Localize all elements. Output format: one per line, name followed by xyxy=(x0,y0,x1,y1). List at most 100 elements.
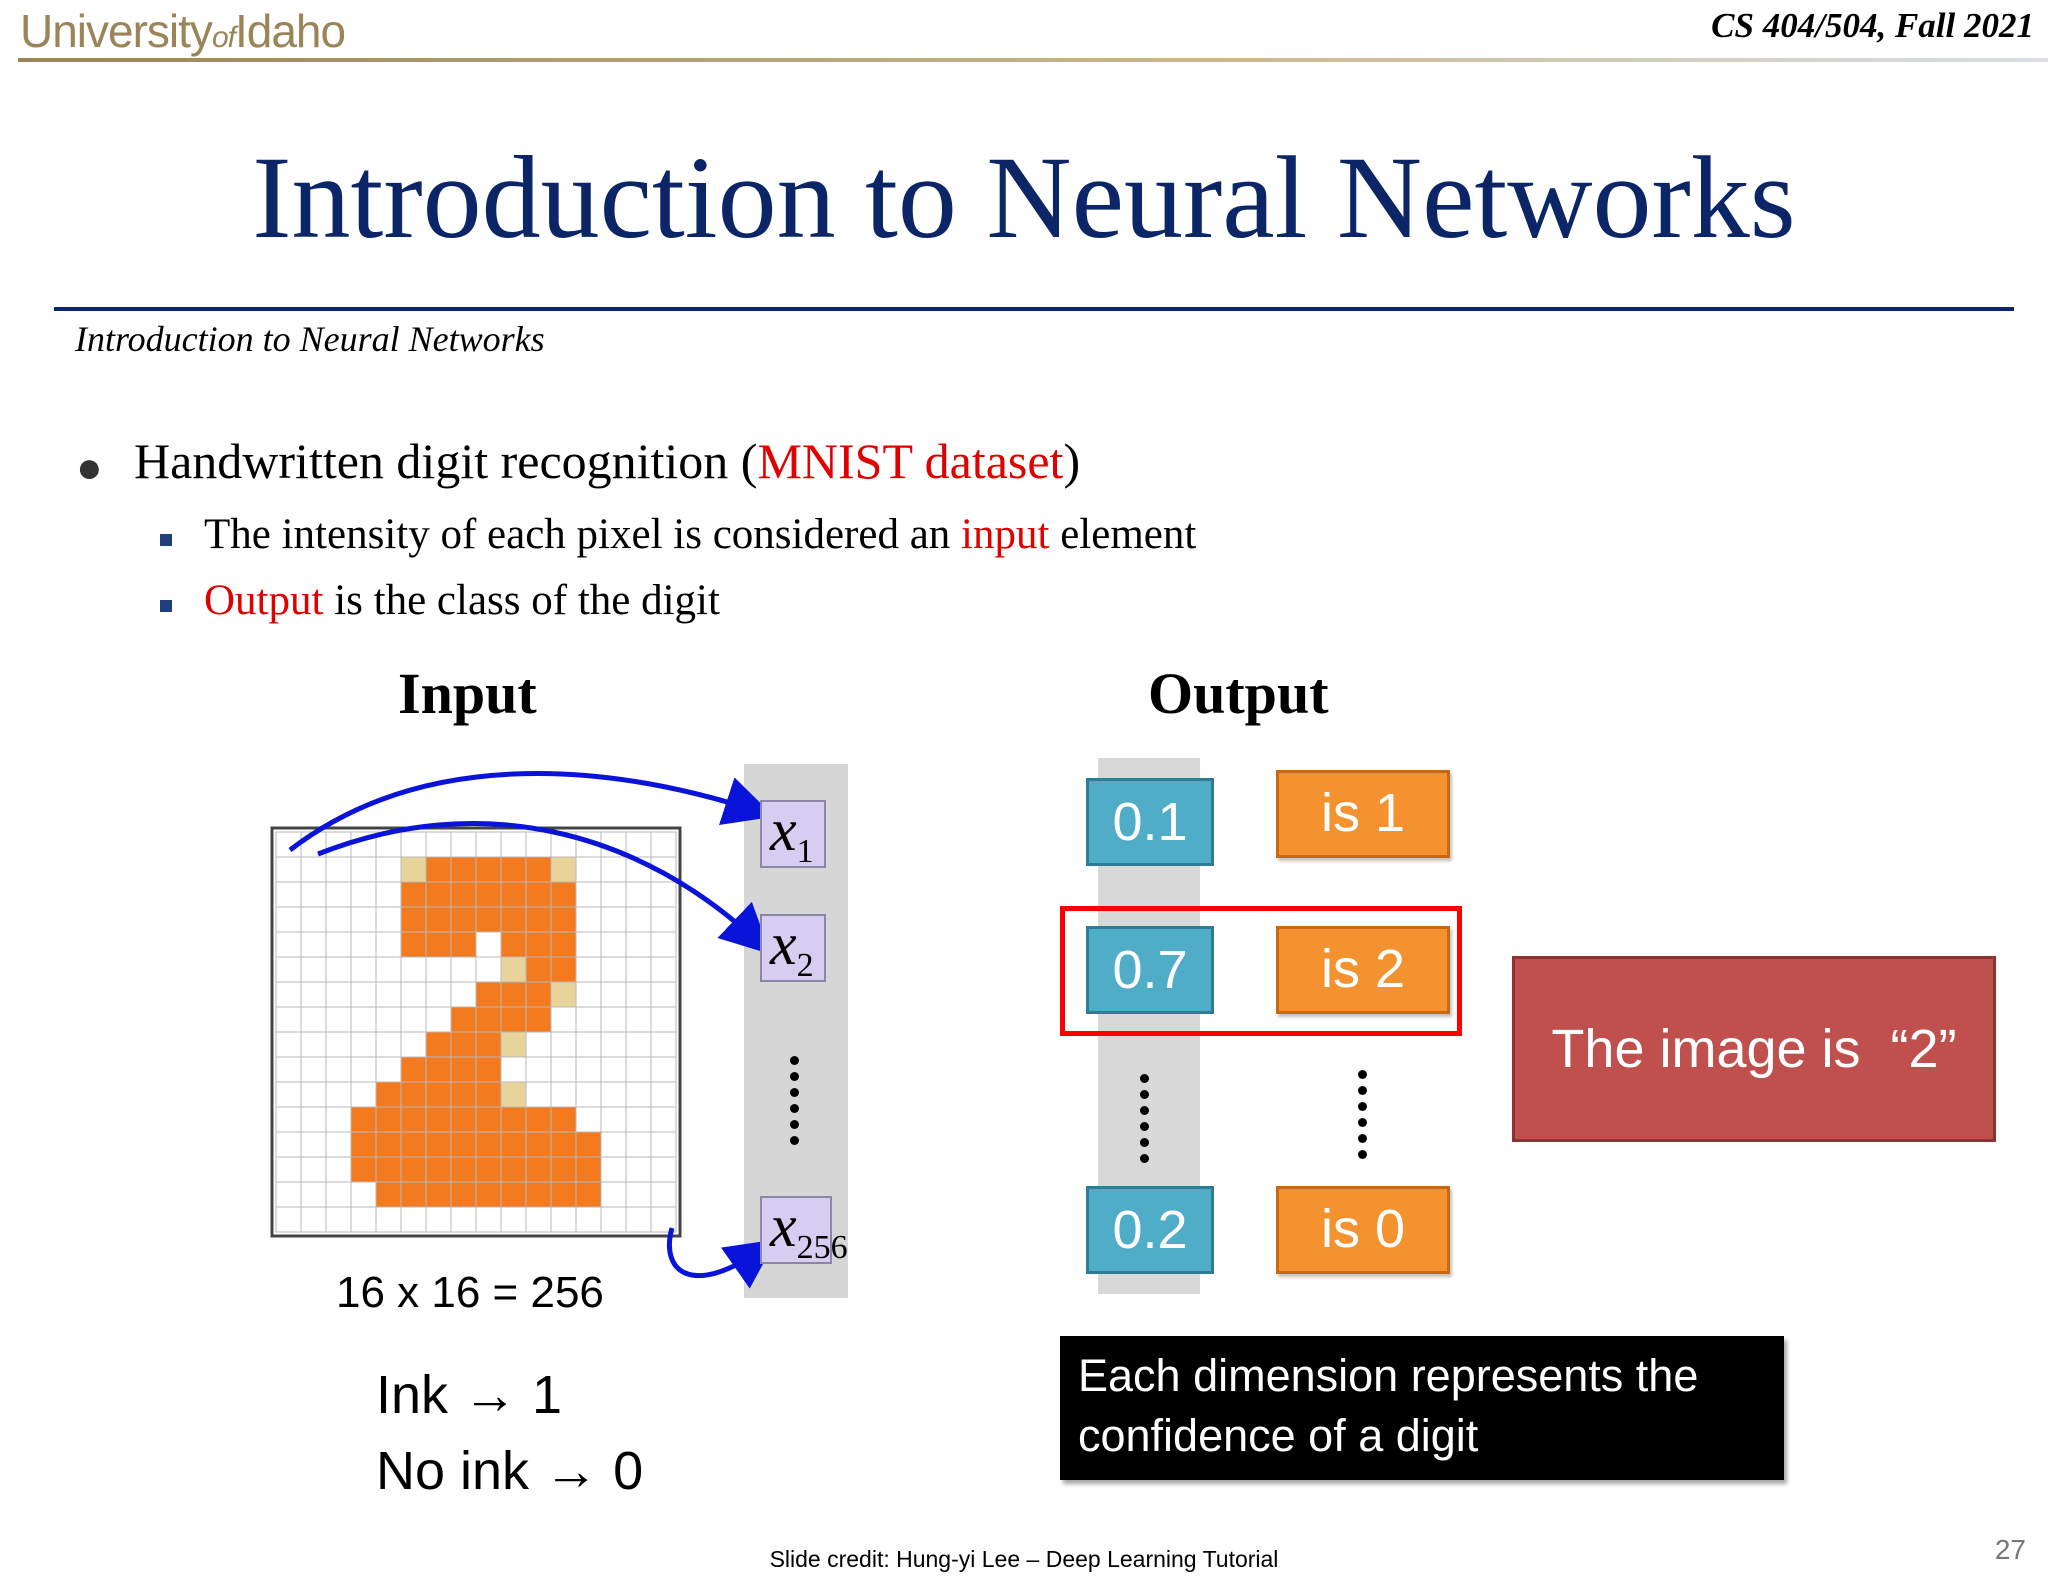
pixel-ink xyxy=(400,881,427,908)
pixel-blank xyxy=(575,981,602,1008)
pixel-blank xyxy=(625,1031,652,1058)
pixel-ink xyxy=(525,981,552,1008)
pixel-blank xyxy=(575,1056,602,1083)
pixel-blank xyxy=(550,1056,577,1083)
pixel-ink xyxy=(525,1006,552,1033)
pixel-ink xyxy=(500,1106,527,1133)
pixel-blank xyxy=(625,1081,652,1108)
prediction-highlight xyxy=(1060,906,1462,1036)
pixel-blank xyxy=(350,931,377,958)
pixel-ink xyxy=(450,1106,477,1133)
pixel-ink xyxy=(425,1181,452,1208)
pixel-ink xyxy=(525,1156,552,1183)
x1-box: x1 xyxy=(760,800,826,870)
output-value-0: 0.2 xyxy=(1086,1186,1214,1274)
pixel-ink xyxy=(350,1156,377,1183)
pixel-blank xyxy=(425,981,452,1008)
pixel-blank xyxy=(300,906,327,933)
university-logo: UniversityofIdaho xyxy=(20,4,346,58)
logo-of: of xyxy=(211,21,236,54)
pixel-blank xyxy=(275,1081,302,1108)
arrow-to-x256 xyxy=(666,1227,777,1289)
pixel-ink xyxy=(475,1106,502,1133)
pixel-ink xyxy=(450,881,477,908)
pixel-blank xyxy=(325,1156,352,1183)
bullet-dot-icon: ● xyxy=(76,443,103,492)
pixel-blank xyxy=(400,1006,427,1033)
bullet-output-text: Output is the class of the digit xyxy=(204,577,720,624)
pixel-blank xyxy=(275,1031,302,1058)
output-value-ellipsis xyxy=(1140,1074,1150,1170)
x2-box: x2 xyxy=(760,914,826,984)
pixel-blank xyxy=(600,856,627,883)
pixel-blank xyxy=(475,831,502,858)
pixel-ink xyxy=(425,856,452,883)
pixel-ink xyxy=(525,1181,552,1208)
pixel-ink xyxy=(450,1081,477,1108)
explanation-line-1: Each dimension represents the xyxy=(1078,1350,1699,1401)
pixel-ink xyxy=(500,931,527,958)
pixel-blank xyxy=(625,906,652,933)
pixel-blank xyxy=(300,1156,327,1183)
pixel-blank xyxy=(600,1056,627,1083)
pixel-blank xyxy=(300,1181,327,1208)
pixel-blank xyxy=(600,931,627,958)
pixel-blank xyxy=(475,931,502,958)
pixel-blank xyxy=(550,1206,577,1233)
class-label-is-0: is 0 xyxy=(1276,1186,1450,1274)
pixel-ink xyxy=(550,931,577,958)
pixel-blank xyxy=(300,1131,327,1158)
pixel-blank xyxy=(650,1106,677,1133)
arrow-to-x1 xyxy=(288,771,775,852)
pixel-ink xyxy=(525,906,552,933)
pixel-ink xyxy=(500,981,527,1008)
pixel-ink xyxy=(425,1131,452,1158)
pixel-blank xyxy=(275,981,302,1008)
pixel-blank xyxy=(275,906,302,933)
pixel-blank xyxy=(575,881,602,908)
pixel-blank xyxy=(300,1031,327,1058)
pixel-ink xyxy=(350,1106,377,1133)
pixel-ink xyxy=(575,1181,602,1208)
pixel-blank xyxy=(325,881,352,908)
pixel-ink xyxy=(400,906,427,933)
pixel-ink xyxy=(375,1181,402,1208)
pixel-blank xyxy=(625,956,652,983)
pixel-blank xyxy=(275,881,302,908)
pixel-blank xyxy=(375,1031,402,1058)
pixel-blank xyxy=(650,1056,677,1083)
pixel-blank xyxy=(400,831,427,858)
pixel-blank xyxy=(650,1206,677,1233)
pixel-ink xyxy=(575,1156,602,1183)
pixel-ink xyxy=(475,1006,502,1033)
pixel-blank xyxy=(375,1006,402,1033)
pixel-blank xyxy=(650,831,677,858)
pixel-ink xyxy=(500,1031,527,1058)
pixel-blank xyxy=(325,906,352,933)
pixel-blank xyxy=(325,956,352,983)
slide-subtitle: Introduction to Neural Networks xyxy=(75,319,545,359)
pixel-blank xyxy=(350,881,377,908)
pixel-ink xyxy=(425,881,452,908)
pixel-ink xyxy=(475,856,502,883)
pixel-blank xyxy=(325,931,352,958)
pixel-ink xyxy=(500,1181,527,1208)
pixel-blank xyxy=(375,906,402,933)
pixel-blank xyxy=(400,1206,427,1233)
pixel-ink xyxy=(475,881,502,908)
pixel-blank xyxy=(275,1106,302,1133)
pixel-ink xyxy=(425,931,452,958)
pixel-blank xyxy=(300,1081,327,1108)
pixel-ink xyxy=(450,1031,477,1058)
pixel-blank xyxy=(625,981,652,1008)
pixel-blank xyxy=(575,856,602,883)
title-divider xyxy=(54,307,2014,311)
course-label: CS 404/504, Fall 2021 xyxy=(1711,6,2034,45)
pixel-blank xyxy=(650,1131,677,1158)
pixel-ink xyxy=(400,1131,427,1158)
output-value-1: 0.1 xyxy=(1086,778,1214,866)
pixel-ink xyxy=(450,1181,477,1208)
pixel-blank xyxy=(275,1056,302,1083)
pixel-blank xyxy=(375,981,402,1008)
